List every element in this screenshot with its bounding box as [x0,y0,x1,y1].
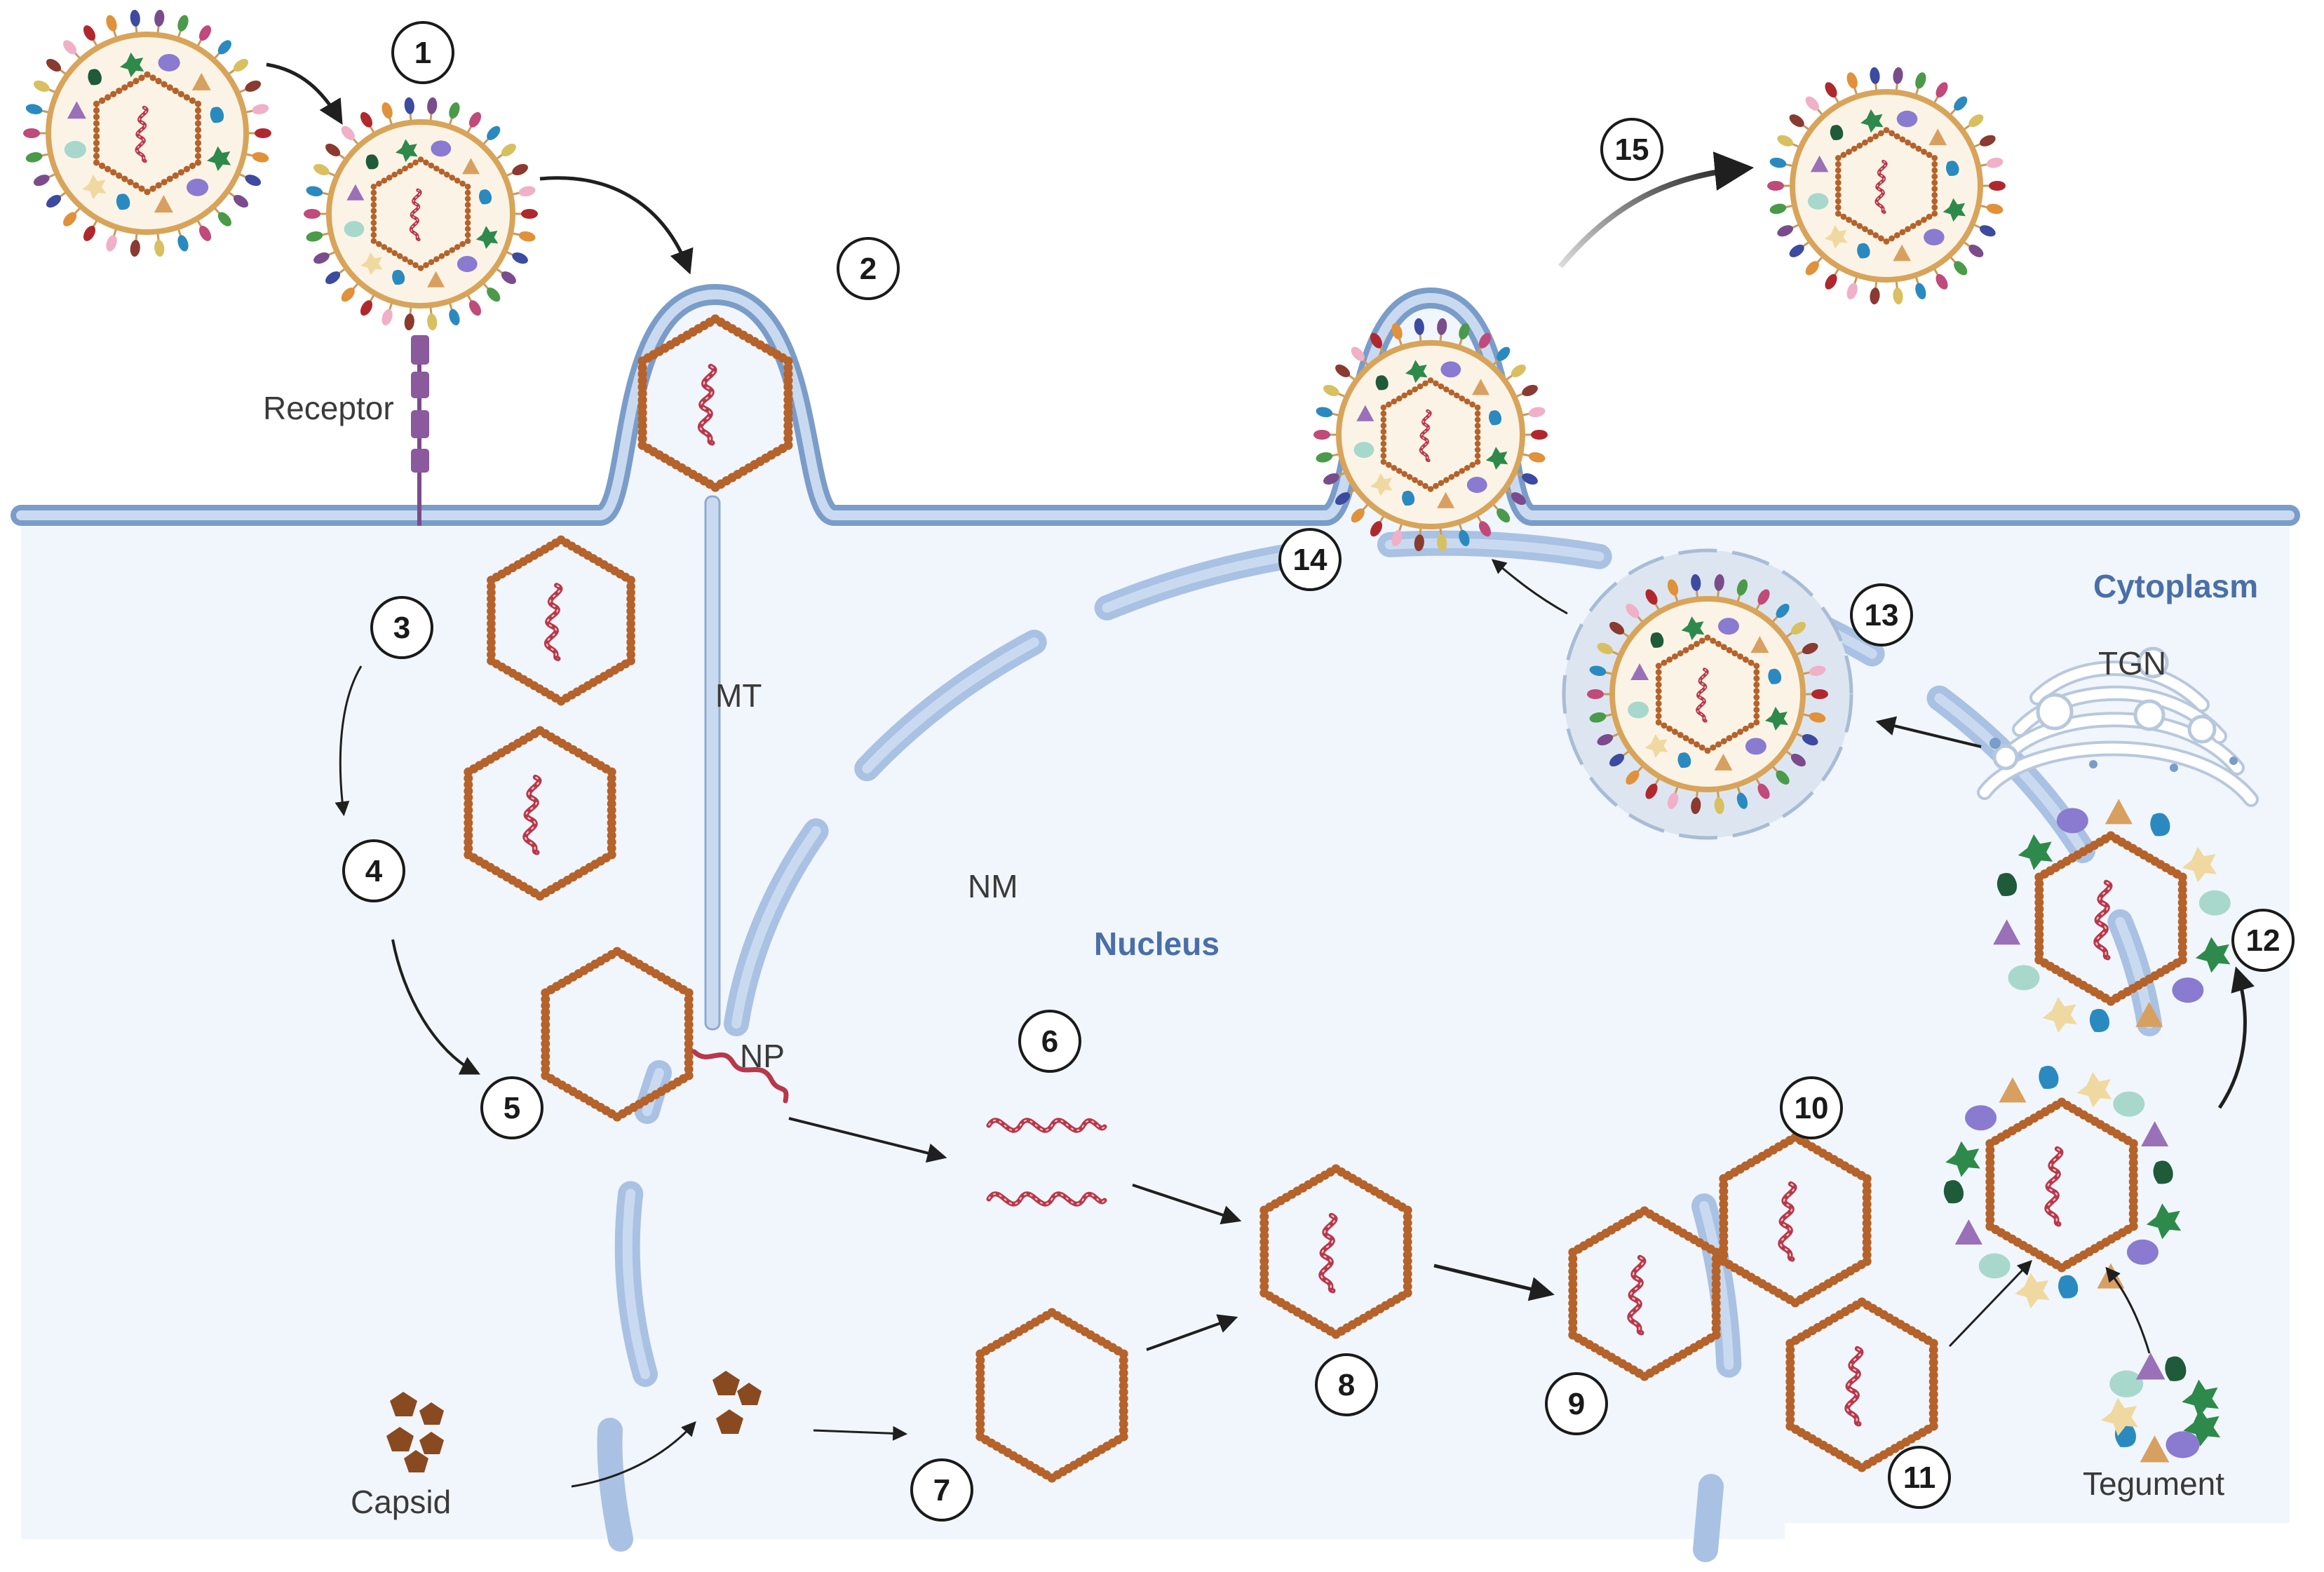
arrow-6 [788,1117,947,1163]
receptor-label: Receptor [263,390,394,426]
virion-bound [304,97,538,331]
arrow-8-to-9 [1433,1263,1555,1301]
capsid-11 [1785,1297,1938,1472]
arrow-4 [391,939,481,1075]
virion-budding-14 [1313,318,1548,552]
arrow-6-to-8 [1132,1184,1242,1225]
genome-layer [691,1049,1107,1207]
capsid-layer [464,314,2187,1483]
capsid-9 [1568,1206,1721,1381]
step-marker-10: 10 [1780,1076,1843,1139]
virion-free [23,9,271,257]
genome-replicated-1 [986,1118,1107,1133]
step-number-4: 4 [365,854,383,888]
arrow-capsid-assembly [571,1421,696,1488]
tegument-layer [1943,799,2231,1463]
step-marker-2: 2 [837,237,900,300]
capsid-at-nuclear-pore [541,947,694,1122]
capsid-empty-7 [975,1308,1128,1483]
microtubule-label: MT [715,677,762,714]
step-marker-11: 11 [1888,1446,1951,1509]
virion-step15 [1767,67,2006,305]
virion-step15-capsid [1835,127,1938,245]
step-number-15: 15 [1615,133,1649,167]
step-number-14: 14 [1293,543,1327,577]
step-number-2: 2 [860,252,877,286]
virion-free-capsid [93,71,202,196]
step-marker-12: 12 [2231,909,2295,972]
arrow-2 [539,176,694,275]
step-marker-1: 1 [391,21,454,84]
virion-in-vesicle-13-capsid [1655,634,1760,754]
step-number-13: 13 [1865,598,1899,632]
step-marker-5: 5 [480,1076,543,1139]
step-marker-6: 6 [1018,1010,1081,1073]
virion-budding-14-capsid [1380,377,1481,492]
step-marker-14: 14 [1278,528,1342,591]
capsid-cytoplasm-a [487,535,635,706]
nuclear-pore-label: NP [740,1038,785,1074]
genome-replicated-2 [986,1191,1107,1207]
step-number-10: 10 [1795,1091,1829,1125]
step-number-1: 1 [414,36,431,70]
virion-layer [23,9,2006,815]
arrow-tegument-to-12 [2105,1266,2151,1354]
step-marker-4: 4 [342,839,405,902]
capsid-label: Capsid [351,1484,451,1520]
virion-in-vesicle-13 [1587,574,1828,815]
cytoplasm-region [21,294,2290,1539]
capsid-filled-8 [1259,1164,1412,1339]
step-number-12: 12 [2246,923,2281,958]
capsid-at-golgi [2034,831,2187,1006]
arrow-3 [335,665,363,817]
tegument-around-golgi-capsid [1993,799,2231,1033]
arrow-13-to-14 [1491,559,1568,615]
capsid-proteins-icon [386,1371,762,1472]
step-marker-3: 3 [370,596,433,659]
step-number-6: 6 [1041,1024,1058,1059]
cytoplasm-label: Cytoplasm [2093,568,2258,604]
arrow-7-to-8 [1146,1314,1238,1351]
capsid-in-endocytic-pit [637,314,793,492]
arrow-12-to-golgi [2217,966,2255,1109]
step-number-3: 3 [393,611,410,645]
step-marker-7: 7 [910,1458,973,1522]
capsid-10 [1719,1132,1872,1308]
arrow-1 [266,62,343,126]
arrow-golgi-to-13 [1875,716,1982,748]
receptor-icon [411,335,429,526]
step-marker-15: 15 [1600,118,1663,181]
step-marker-9: 9 [1545,1372,1608,1435]
step-number-5: 5 [504,1091,520,1125]
step-marker-8: 8 [1315,1353,1378,1416]
step-number-11: 11 [1903,1461,1936,1495]
nucleus-label: Nucleus [1094,926,1220,962]
tgn-label: TGN [2098,645,2166,682]
arrow-11-to-12 [1948,1259,2032,1348]
tegument-proteins-icon [2101,1353,2221,1463]
microtubule [704,495,721,1031]
nuclear-membrane-label: NM [968,868,1018,904]
capsid-tegumented-12 [1985,1097,2138,1273]
capsid-cytoplasm-b [464,726,616,901]
genome-released-np [691,1049,789,1104]
tegument-label: Tegument [2083,1465,2224,1502]
arrow-15 [1558,151,1755,269]
step-number-9: 9 [1568,1387,1585,1421]
virion-bound-capsid [370,156,471,271]
step-number-7: 7 [933,1473,950,1507]
step-number-8: 8 [1338,1368,1355,1402]
step-marker-13: 13 [1850,583,1913,646]
golgi-network-icon [1977,646,2259,807]
tegument-around-capsid-12 [1943,1065,2182,1309]
arrow-capsid-parts-to-7 [813,1425,908,1441]
